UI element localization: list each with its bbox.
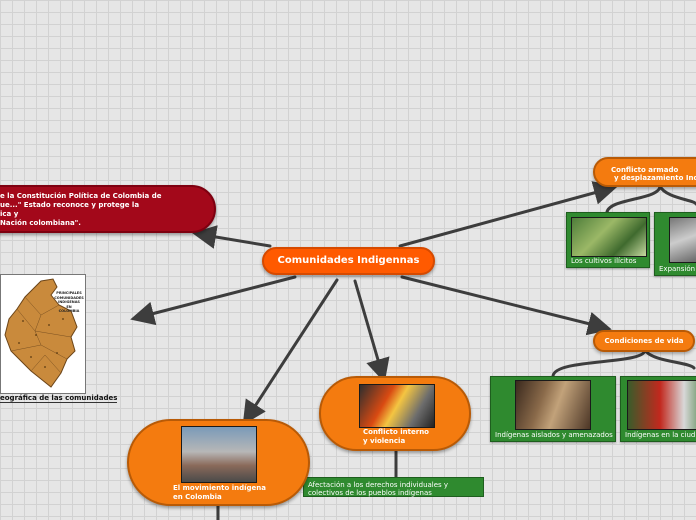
- movement-line-1: El movimiento indígena: [173, 484, 266, 492]
- conditions-node[interactable]: Condiciones de vida: [593, 330, 695, 352]
- aislados-caption: Indígenas aislados y amenazados: [495, 431, 613, 439]
- movement-line-2: en Colombia: [173, 493, 222, 501]
- internal-conflict-node[interactable]: Conflicto interno y violencia: [319, 376, 471, 451]
- link-to-internal-conflict: [353, 279, 390, 383]
- afectacion-line-2: colectivos de los pueblos indígenas: [308, 489, 432, 497]
- ciudad-photo: [627, 380, 696, 430]
- conflict-line-1: Conflicto armado: [611, 166, 679, 174]
- colombia-map-shape: [4, 278, 78, 388]
- afectacion-node[interactable]: Afectación a los derechos individuales y…: [303, 477, 484, 497]
- conflict-line-2: y desplazamiento Ind: [614, 174, 696, 182]
- internal-conflict-line-1: Conflicto interno: [363, 428, 429, 436]
- movement-node[interactable]: El movimiento indígena en Colombia: [127, 419, 310, 506]
- link-to-conditions: [400, 275, 612, 336]
- link-to-map: [130, 275, 297, 326]
- constitution-node[interactable]: e la Constitución Política de Colombia d…: [0, 185, 216, 233]
- afectacion-line-1: Afectación a los derechos individuales y: [308, 481, 449, 489]
- cultivos-caption: Los cultivos ilícitos: [571, 257, 637, 265]
- cultivos-photo: [571, 217, 647, 257]
- central-label: Comunidades Indigennas: [277, 255, 420, 266]
- colombia-map[interactable]: PRINCIPALES COMUNIDADES INDIGENAS EN COL…: [0, 274, 86, 394]
- link-to-conflict: [398, 181, 618, 248]
- conflict-node[interactable]: Conflicto armado y desplazamiento Ind: [593, 157, 696, 187]
- movement-photo: [181, 426, 257, 483]
- constitution-line-1: e la Constitución Política de Colombia d…: [0, 192, 162, 200]
- aislados-photo: [515, 380, 591, 430]
- expansion-photo: [669, 217, 696, 263]
- internal-conflict-photo: [359, 384, 435, 428]
- constitution-line-2: ue..." Estado reconoce y protege la: [0, 201, 140, 209]
- ciudad-caption: Indígenas en la ciud: [625, 431, 696, 439]
- map-legend: PRINCIPALES COMUNIDADES INDIGENAS EN COL…: [54, 291, 84, 314]
- map-caption: eográfica de las comunidades: [0, 394, 118, 403]
- constitution-line-3: ica y: [0, 210, 19, 218]
- link-to-constitution: [192, 225, 272, 249]
- internal-conflict-line-2: y violencia: [363, 437, 406, 445]
- central-node[interactable]: Comunidades Indigennas: [262, 247, 435, 275]
- link-to-movement: [242, 278, 339, 426]
- thumb-expansion[interactable]: Expansión: [654, 212, 696, 276]
- constitution-line-4: Nación colombiana".: [0, 219, 81, 227]
- thumb-ciudad[interactable]: Indígenas en la ciud: [620, 376, 696, 442]
- link-conflict-children: [605, 184, 696, 214]
- thumb-aislados[interactable]: Indígenas aislados y amenazados: [490, 376, 616, 442]
- expansion-caption: Expansión: [659, 265, 696, 273]
- link-conditions-children: [551, 348, 696, 378]
- thumb-cultivos[interactable]: Los cultivos ilícitos: [566, 212, 650, 268]
- conditions-label: Condiciones de vida: [604, 337, 684, 345]
